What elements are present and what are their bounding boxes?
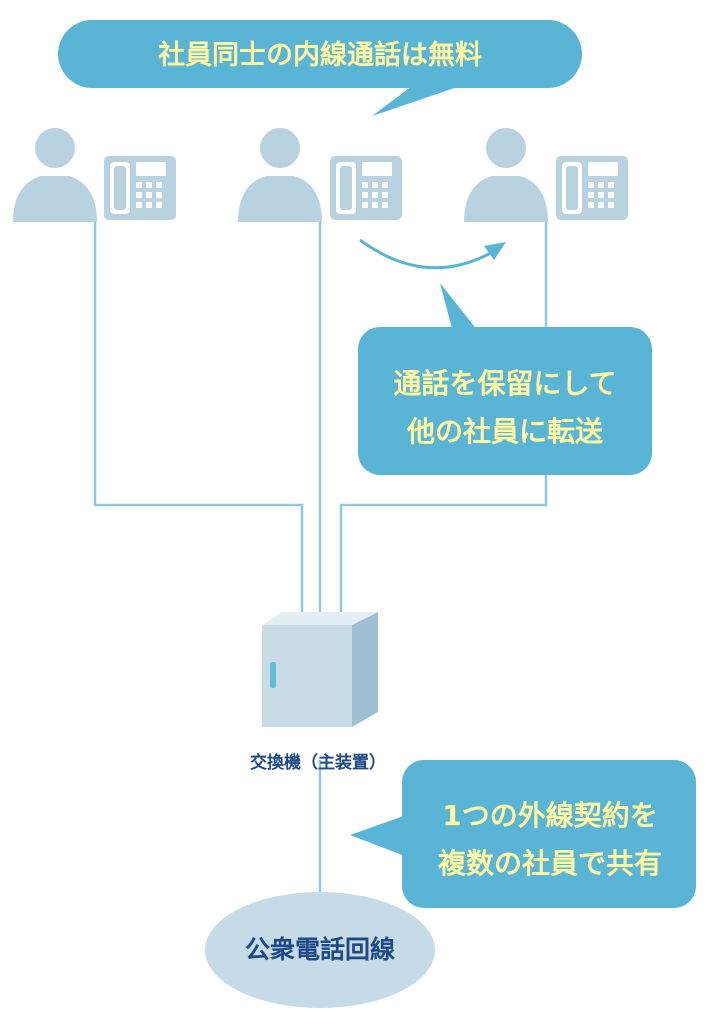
transfer-bubble-line1: 通話を保留にして: [393, 367, 616, 400]
share-bubble: 1つの外線契約を 複数の社員で共有: [350, 760, 696, 908]
transfer-bubble-line2: 他の社員に転送: [406, 415, 603, 448]
top-bubble-text: 社員同士の内線通話は無料: [158, 39, 482, 71]
person-icon: [238, 128, 322, 222]
share-bubble-line2: 複数の社員で共有: [438, 847, 662, 880]
transfer-bubble: 通話を保留にして 他の社員に転送: [358, 283, 652, 475]
public-line-ellipse: [205, 892, 435, 1008]
share-bubble-line1: 1つの外線契約を: [442, 799, 657, 832]
public-line-label: 公衆電話回線: [245, 935, 395, 964]
person-icon: [13, 128, 97, 222]
desk-phone-icon: [556, 156, 628, 220]
person-icon: [464, 128, 548, 222]
desk-phone-icon: [330, 156, 402, 220]
desk-phone-icon: [104, 156, 176, 220]
line-person1: [93, 220, 304, 615]
pbx-box-icon: [262, 612, 378, 727]
pbx-label: 交換機（主装置）: [250, 752, 386, 773]
top-bubble: 社員同士の内線通話は無料: [58, 20, 582, 116]
curved-arrow-icon: [359, 238, 506, 270]
